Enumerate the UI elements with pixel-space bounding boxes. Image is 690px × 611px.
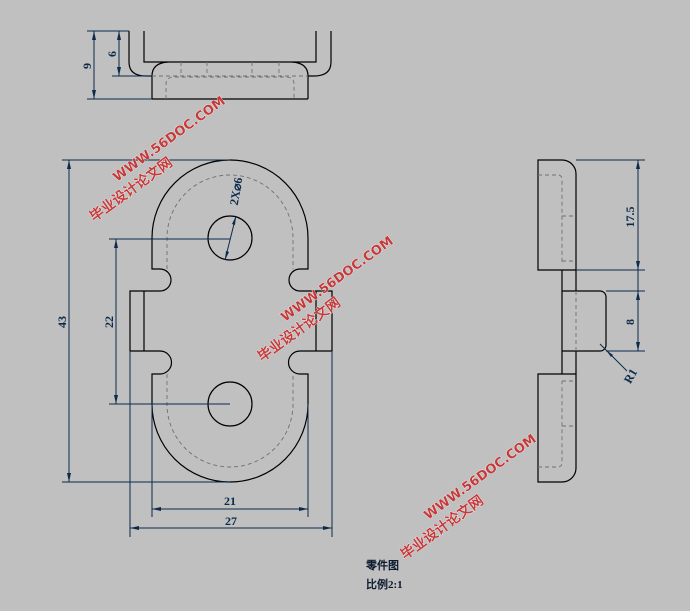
dim-43: 43 <box>55 316 69 328</box>
watermark-2: 毕业设计论文网 WWW.56DOC.COM <box>254 234 397 366</box>
dim-8: 8 <box>623 319 637 325</box>
dim-r1: R1 <box>621 366 640 386</box>
side-view: 17.5 8 R1 <box>537 159 645 483</box>
dim-27: 27 <box>225 514 237 528</box>
dim-21: 21 <box>224 494 236 508</box>
upper-hole <box>207 215 253 261</box>
front-view: 43 22 2X⌀6 21 27 <box>55 159 333 537</box>
dim-9: 9 <box>80 63 94 69</box>
dim-22: 22 <box>102 316 116 328</box>
watermark-3: 毕业设计论文网 WWW.56DOC.COM <box>397 432 540 564</box>
top-view: 9 6 <box>80 30 332 100</box>
drawing-scale: 比例2:1 <box>366 579 403 591</box>
drawing-title: 零件图 <box>366 560 399 572</box>
dim-6: 6 <box>105 51 119 57</box>
dim-hole-callout: 2X⌀6 <box>227 176 246 206</box>
dim-17-5: 17.5 <box>623 207 637 228</box>
